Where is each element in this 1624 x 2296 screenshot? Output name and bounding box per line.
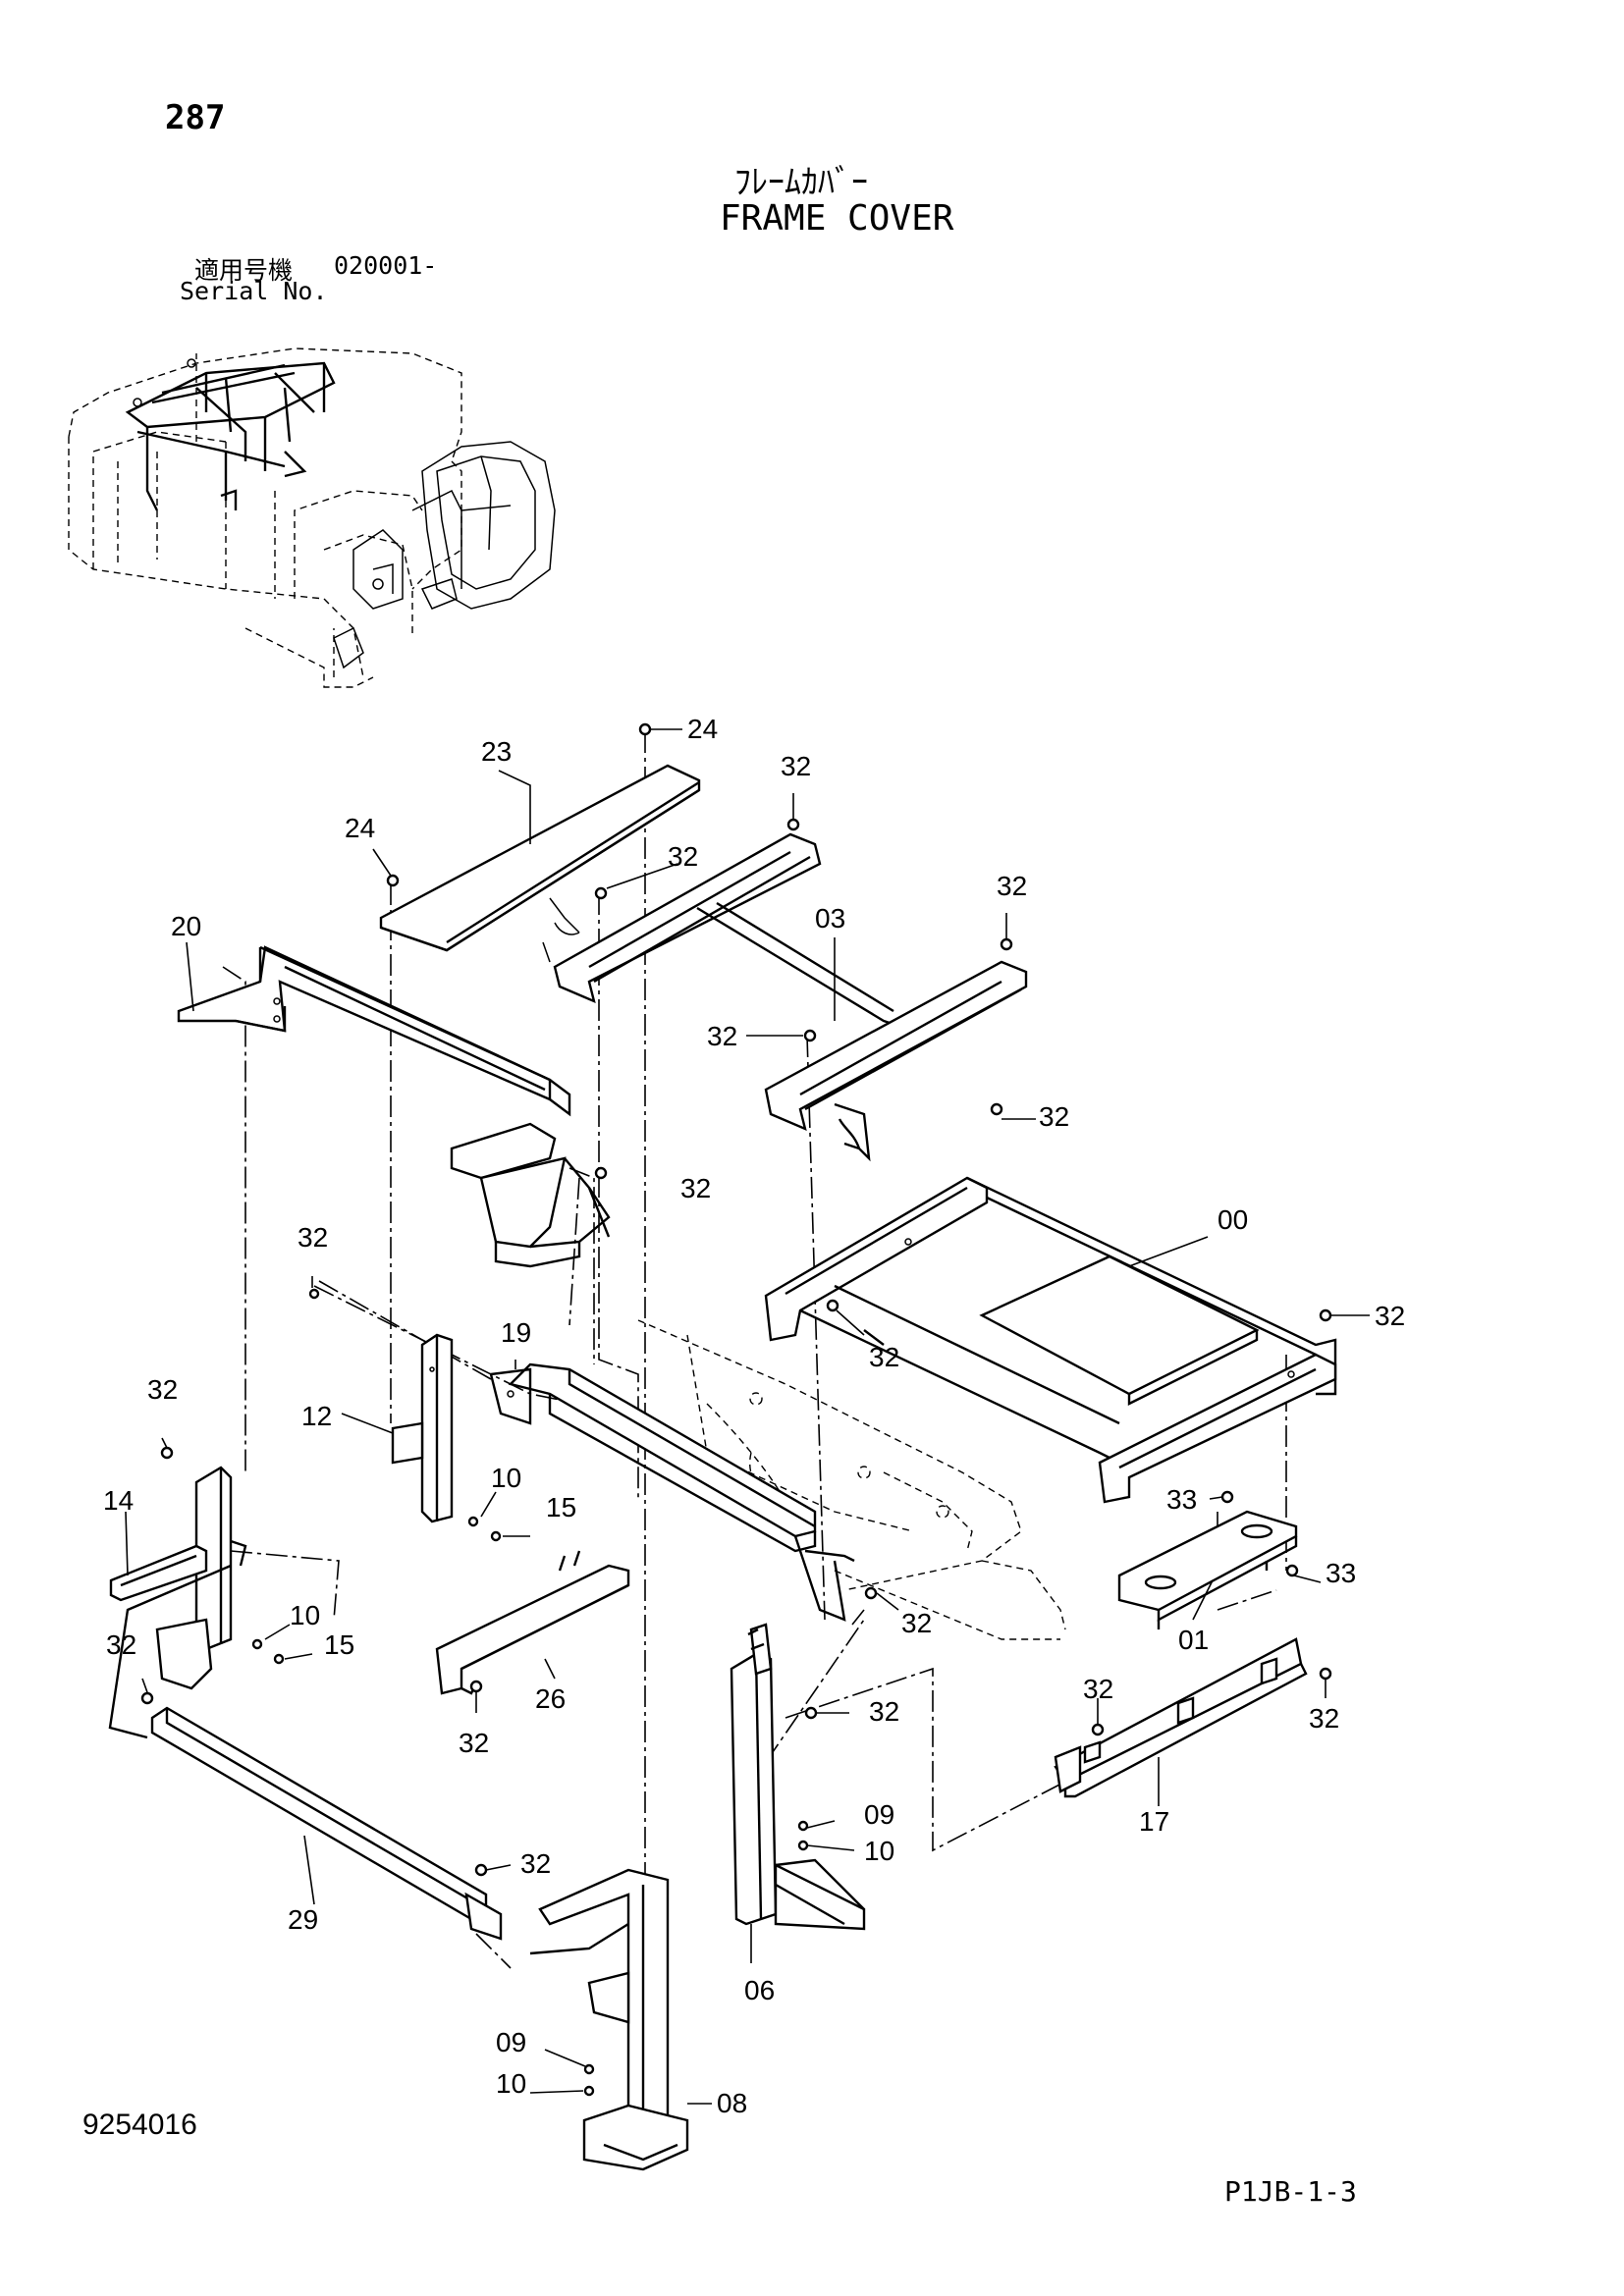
locator-machine-thumbnail [68, 347, 556, 688]
bolt-icon [826, 1299, 839, 1312]
part-06-right-post [730, 1623, 866, 1931]
part-label-32: 32 [901, 1608, 932, 1638]
bolt-icon [1000, 937, 1013, 951]
bolt-icon [469, 1680, 483, 1693]
bolt-icon [251, 1638, 263, 1650]
part-17-rail [1054, 1637, 1308, 1798]
bolt-icon [474, 1863, 488, 1877]
bolt-icon [864, 1586, 878, 1600]
thumbnail-frame-cover-highlight [125, 358, 336, 511]
part-08-bottom-post [529, 1868, 689, 2171]
part-label-32: 32 [1039, 1101, 1069, 1132]
title-english: FRAME COVER [720, 198, 954, 239]
part-label-32: 32 [781, 751, 811, 781]
part-label-01: 01 [1178, 1625, 1209, 1655]
part-label-33: 33 [1166, 1484, 1197, 1515]
bolt-icon [638, 722, 652, 736]
page-code: P1JB-1-3 [1224, 2175, 1357, 2208]
bolt-icon [583, 2085, 595, 2097]
part-label-08: 08 [717, 2088, 747, 2118]
part-label-32: 32 [298, 1222, 328, 1253]
bolt-icon [273, 1653, 285, 1665]
title-japanese: ﾌﾚｰﾑｶﾊﾞｰ [734, 163, 868, 202]
page-number: 287 [165, 98, 226, 137]
part-label-32: 32 [680, 1173, 711, 1203]
part-label-23: 23 [481, 736, 512, 767]
part-label-32: 32 [1309, 1703, 1339, 1734]
bolt-icon [1091, 1723, 1105, 1736]
part-label-17: 17 [1139, 1806, 1169, 1837]
part-12-bracket [391, 1333, 454, 1523]
part-label-15: 15 [324, 1629, 354, 1660]
part-label-32: 32 [869, 1696, 899, 1727]
part-label-32: 32 [459, 1728, 489, 1758]
part-label-19: 19 [501, 1317, 531, 1348]
part-label-10: 10 [290, 1600, 320, 1630]
bolt-icon [308, 1288, 320, 1300]
part-26-channel [435, 1550, 630, 1695]
part-number-labels: 24 23 32 24 32 03 32 20 32 32 32 00 32 3… [103, 714, 1405, 2118]
serial-label-english: Serial No. [180, 277, 328, 305]
part-19-cross-member [489, 1362, 855, 1622]
bolt-icon [594, 886, 608, 900]
bolt-icon [990, 1102, 1003, 1116]
part-label-32: 32 [106, 1629, 136, 1660]
bolt-icon [786, 818, 800, 831]
bolt-icon [803, 1029, 817, 1042]
part-label-14: 14 [103, 1485, 134, 1516]
bolt-icon [1220, 1490, 1234, 1504]
part-label-15: 15 [546, 1492, 576, 1522]
bolt-icon [797, 1820, 809, 1832]
part-03-upper-right-frame [553, 832, 1028, 1162]
bolt-icon [386, 874, 400, 887]
document-number: 9254016 [82, 2109, 197, 2141]
hidden-mechanism-outline [637, 1319, 1066, 1640]
part-label-09: 09 [496, 2027, 526, 2057]
part-label-32: 32 [869, 1342, 899, 1372]
part-label-09: 09 [864, 1799, 894, 1830]
part-00-main-frame [764, 1176, 1337, 1504]
bolt-icon [583, 2063, 595, 2075]
part-label-26: 26 [535, 1683, 566, 1714]
part-label-24: 24 [345, 813, 375, 843]
part-label-33: 33 [1326, 1558, 1356, 1588]
part-label-10: 10 [491, 1463, 521, 1493]
part-label-00: 00 [1218, 1204, 1248, 1235]
part-label-24: 24 [687, 714, 718, 744]
bolt-icon [797, 1840, 809, 1851]
part-label-32: 32 [520, 1848, 551, 1879]
bolt-icon [160, 1446, 174, 1460]
part-14-left-post [109, 1466, 247, 1690]
part-label-20: 20 [171, 911, 201, 941]
part-label-10: 10 [864, 1836, 894, 1866]
part-01-support-plate [1117, 1510, 1298, 1629]
part-29-bottom-rail [108, 1564, 503, 1941]
part-label-32: 32 [707, 1021, 737, 1051]
leader-lines [125, 728, 1370, 2105]
part-20-upper-left-frame [177, 945, 611, 1268]
part-label-06: 06 [744, 1975, 775, 2005]
bolt-icon [594, 1166, 608, 1180]
bolt-icon [467, 1516, 479, 1527]
bolt-icon [140, 1691, 154, 1705]
part-label-12: 12 [301, 1401, 332, 1431]
serial-label-japanese: 適用号機 [194, 256, 294, 285]
serial-value: 020001- [334, 251, 438, 280]
part-label-29: 29 [288, 1904, 318, 1935]
bolt-icon [1319, 1308, 1332, 1322]
bolt-icon [804, 1706, 818, 1720]
part-label-32: 32 [668, 841, 698, 872]
part-label-10: 10 [496, 2068, 526, 2099]
bolt-icon [1319, 1667, 1332, 1681]
part-label-32: 32 [1083, 1674, 1113, 1704]
fasteners [140, 722, 1332, 2097]
part-23-top-cover-plate [379, 764, 701, 963]
part-label-32: 32 [147, 1374, 178, 1405]
bolt-icon [490, 1530, 502, 1542]
part-label-32: 32 [997, 871, 1027, 901]
part-label-32: 32 [1375, 1301, 1405, 1331]
bolt-icon [1285, 1564, 1299, 1577]
part-label-03: 03 [815, 903, 845, 934]
